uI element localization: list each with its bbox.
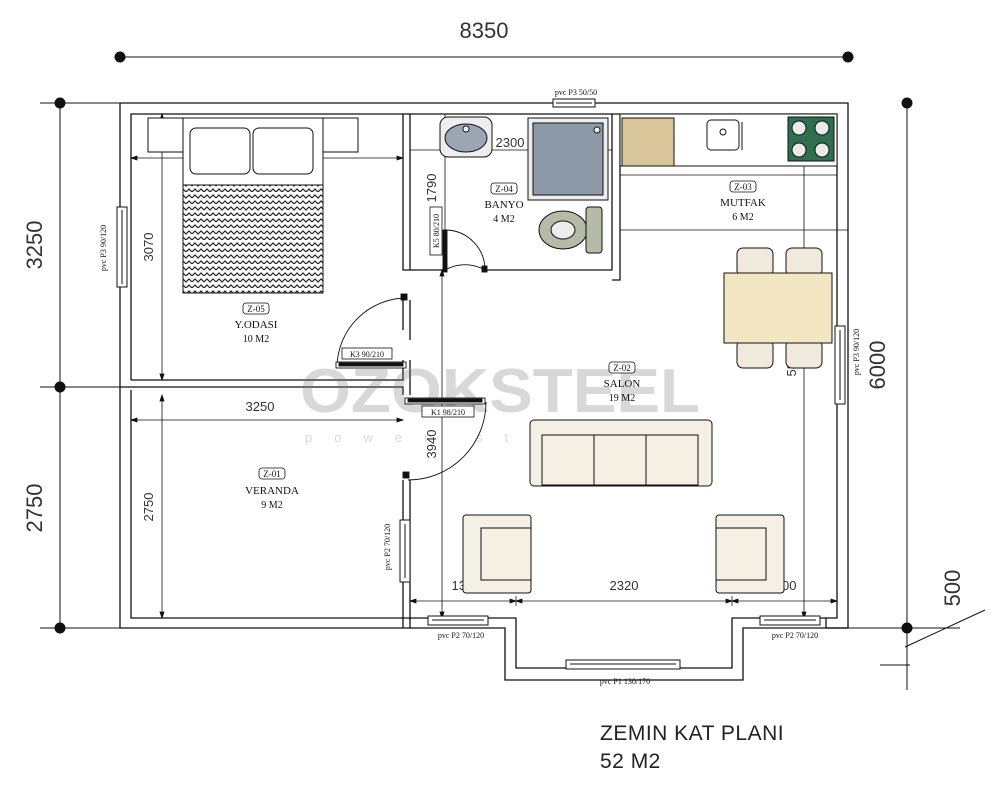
room-name-kitchen: MUTFAK [720,197,766,209]
door-entry-tag [421,405,475,418]
plan-title-name: ZEMIN KAT PLANI [600,722,785,745]
right-dimension [848,97,986,690]
room-name-salon: SALON [604,378,641,390]
left-dimension [40,97,120,634]
label-door-entry: K1 98/210 [431,408,465,417]
dim-right-offset: 500 [940,570,965,607]
label-win-bay-right: pvc P2 70/120 [772,631,818,640]
sofa [529,419,713,487]
dim-bay-center: 2320 [610,578,639,593]
sink [439,116,493,158]
top-dimension [114,51,854,63]
toilet [538,206,603,254]
interior-dimensions [129,112,848,620]
room-tag-veranda: Z-01 VERANDA 9 M2 [245,467,299,511]
room-area-kitchen: 6 M2 [732,212,753,223]
armchair-right [715,514,785,594]
room-area-veranda: 9 M2 [261,500,282,511]
room-name-veranda: VERANDA [245,485,299,497]
door-bed-tag [341,347,393,360]
label-door-bath: K5 80/210 [432,214,441,248]
room-area-bathroom: 4 M2 [493,214,514,225]
label-win-bedroom: pvc P3 90/120 [99,225,108,271]
label-win-veranda: pvc P2 70/120 [383,524,392,570]
room-code-veranda: Z-01 [263,469,281,479]
room-code-kitchen: Z-03 [734,182,752,192]
dim-left-upper: 3250 [22,221,47,270]
dim-bedroom-height: 3070 [141,233,156,262]
room-tag-kitchen: Z-03 MUTFAK 6 M2 [720,180,766,223]
dim-salon-height: 3940 [424,430,439,459]
dim-veranda-height: 2750 [141,493,156,522]
room-code-bathroom: Z-04 [495,184,513,194]
room-tag-bathroom: Z-04 BANYO 4 M2 [484,182,524,225]
windows [116,98,846,670]
door-entry [402,397,487,481]
room-code-bedroom: Z-05 [247,304,265,314]
plan-title-area: 52 M2 [600,750,661,773]
room-area-salon: 19 M2 [609,393,635,404]
room-tag-salon: Z-02 SALON 19 M2 [604,361,641,404]
bed [147,117,359,294]
room-name-bedroom: Y.ODASI [235,319,278,331]
label-win-salon-right: pvc P3 90/120 [852,329,861,375]
dim-veranda-width: 3250 [246,399,275,414]
dim-bath-width: 2300 [496,135,525,150]
room-area-bedroom: 10 M2 [243,334,269,345]
room-code-salon: Z-02 [613,363,631,373]
watermark-tagline: power steel [305,430,613,445]
plan-title: ZEMIN KAT PLANI 52 M2 [600,720,784,776]
label-door-bed: K3 90/210 [350,350,384,359]
door-bath-tag [429,206,443,256]
dim-right-total: 6000 [865,341,890,390]
label-win-bath: pvc P3 50/50 [555,88,597,97]
dim-left-lower: 2750 [22,484,47,533]
room-name-bathroom: BANYO [484,199,523,211]
dim-bath-height: 1790 [424,174,439,203]
dim-top-total: 8350 [460,18,509,43]
walls [119,102,849,681]
stove-icon [787,116,835,162]
door-bath [442,229,488,273]
label-win-bay-center: pvc P1 130/170 [600,677,650,686]
label-win-bay-left: pvc P2 70/120 [438,631,484,640]
armchair-left [462,514,532,594]
door-bedroom [335,293,408,369]
room-tag-bedroom: Z-05 Y.ODASI 10 M2 [235,302,278,345]
kitchen-counter [619,113,838,167]
dining-table [723,247,833,369]
shower-tray [527,117,609,201]
